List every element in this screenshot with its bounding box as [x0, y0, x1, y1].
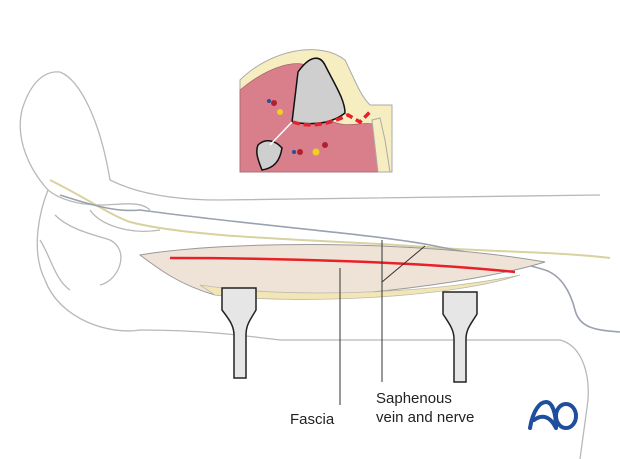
ao-logo	[528, 399, 578, 430]
incision-mark	[292, 108, 374, 127]
fascia-incision-line	[169, 256, 516, 274]
cross-section-inset	[239, 40, 393, 173]
saphenous-label-line2: vein and nerve	[376, 409, 475, 426]
fibula	[256, 140, 283, 171]
incision-wound	[138, 244, 546, 299]
fascia-label: Fascia	[290, 411, 335, 428]
fat-layer	[199, 274, 521, 300]
retractor-right	[442, 291, 478, 383]
saphenous-label-line1: Saphenous	[376, 390, 452, 407]
tibia	[291, 57, 346, 125]
saphenous-leader-branch	[381, 245, 426, 283]
leg-outline	[19, 71, 601, 459]
saphenous-nerve	[49, 179, 611, 259]
retractor-left	[221, 287, 257, 379]
saphenous-vein	[59, 194, 620, 333]
